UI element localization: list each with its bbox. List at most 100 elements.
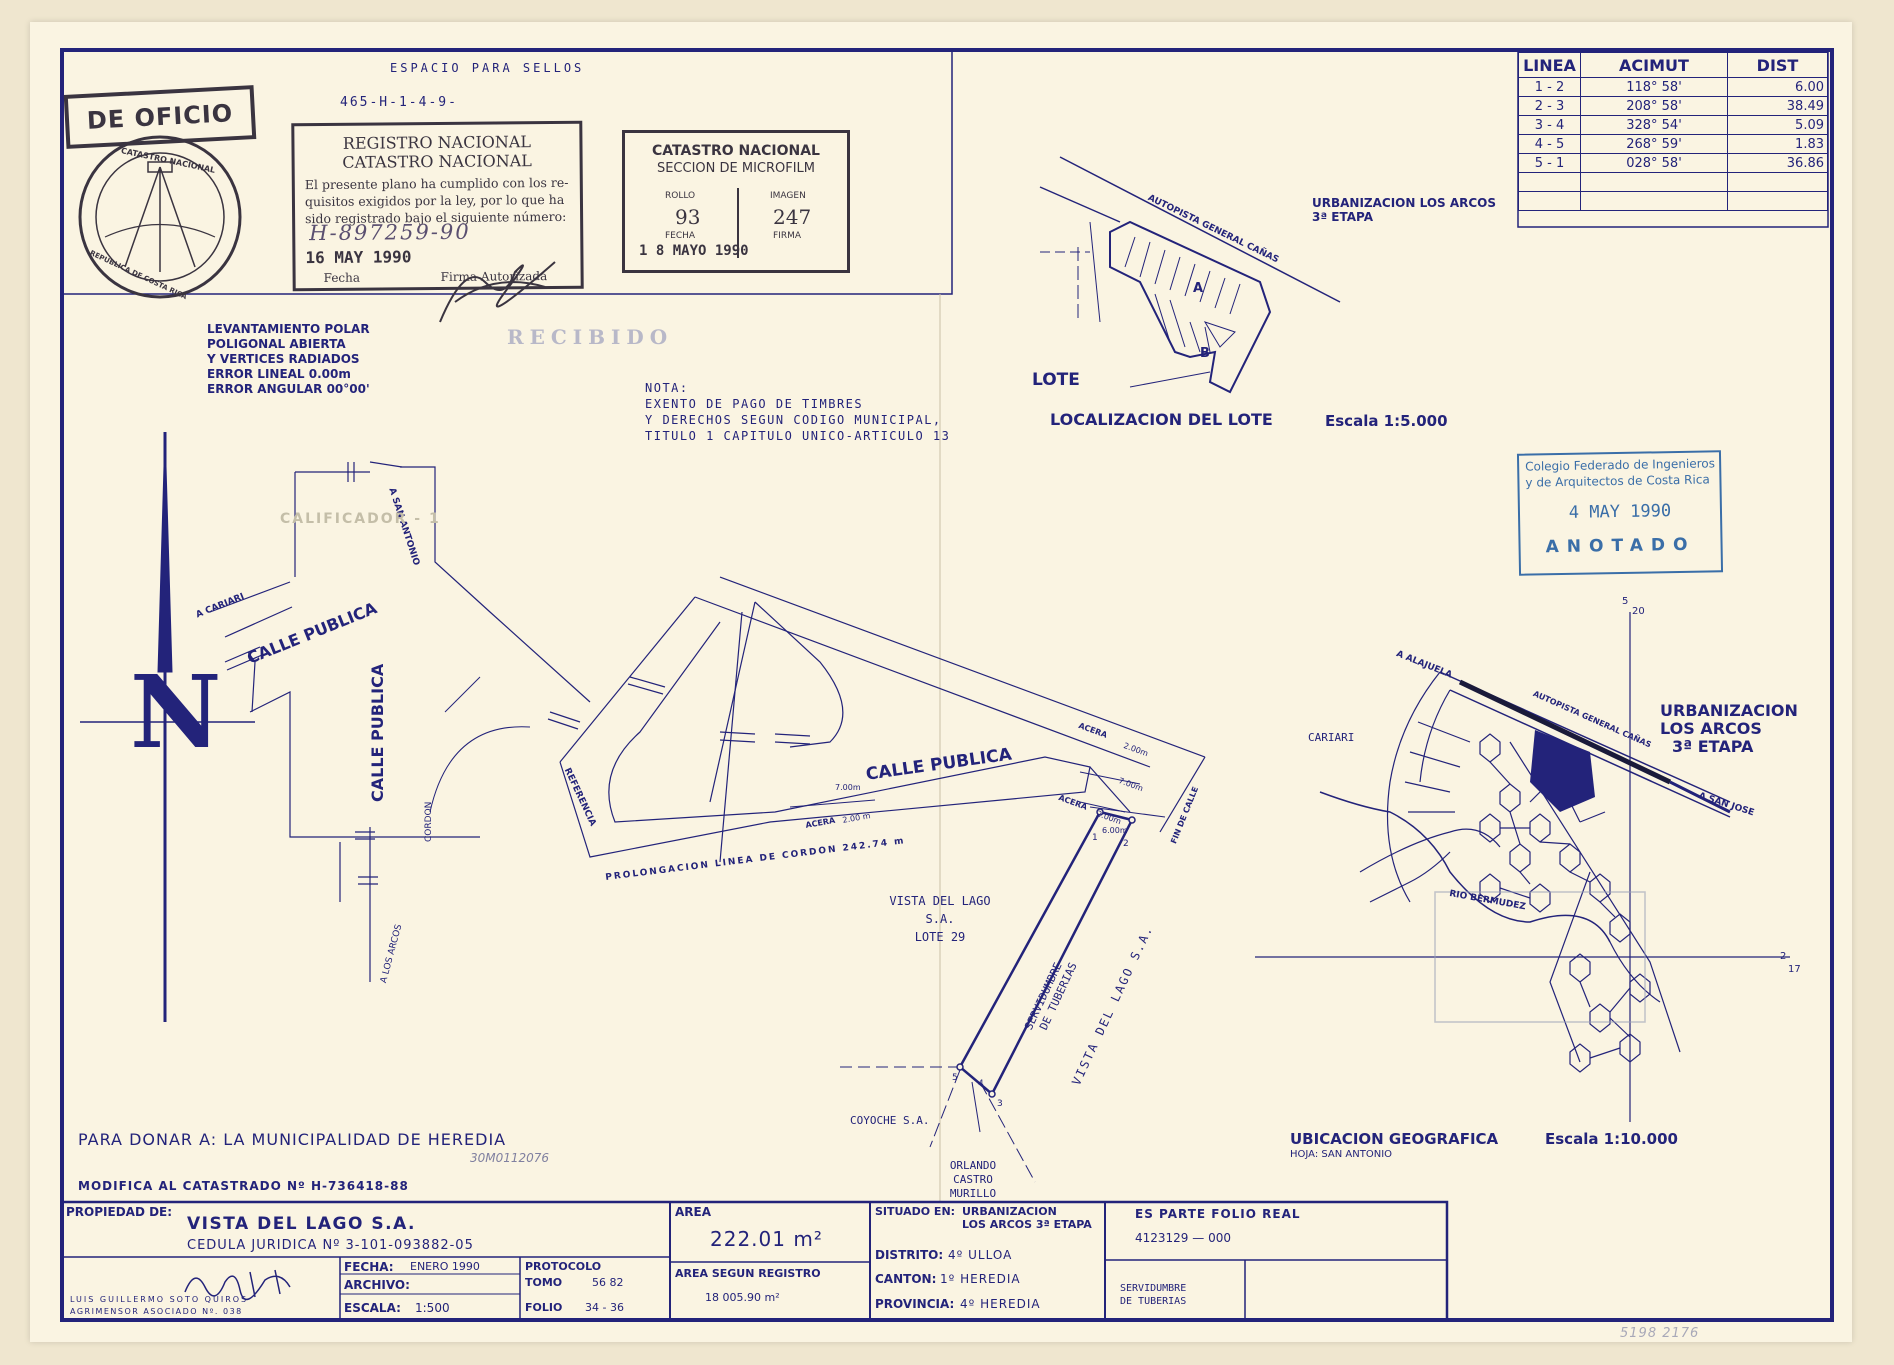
reference-number: 465-H-1-4-9- <box>340 95 458 110</box>
col-linea: LINEA <box>1518 52 1581 78</box>
owner-text: ORLANDO <box>949 1159 997 1172</box>
table-row <box>1518 191 1828 211</box>
microfilm-firma-label: FIRMA <box>773 231 802 241</box>
area-registro-label: AREA SEGUN REGISTRO <box>675 1267 821 1280</box>
urbanizacion-text: URBANIZACION <box>1660 701 1798 720</box>
archivo-label: ARCHIVO: <box>344 1278 410 1292</box>
cell <box>1580 191 1728 211</box>
fecha-value: ENERO 1990 <box>410 1260 480 1273</box>
col-dist: DIST <box>1727 52 1828 78</box>
marker-b: B <box>1200 346 1210 361</box>
cell: 38.49 <box>1727 96 1828 116</box>
folio-real-label: ES PARTE FOLIO REAL <box>1135 1207 1301 1221</box>
grid-label-17: 17 <box>1788 964 1801 975</box>
grid-label-20: 20 <box>1632 606 1645 617</box>
fecha-label: FECHA: <box>344 1260 394 1274</box>
urbanizacion-label: URBANIZACION LOS ARCOS <box>1312 196 1497 210</box>
handwritten-note: 30M0112076 <box>470 1151 550 1165</box>
cell: 6.00 <box>1727 77 1828 97</box>
cell: 3 - 4 <box>1518 115 1581 135</box>
ubicacion-title: UBICACION GEOGRAFICA <box>1290 1130 1499 1148</box>
cell: 1.83 <box>1727 134 1828 154</box>
cell: 028° 58' <box>1580 153 1728 173</box>
propietario-name: VISTA DEL LAGO S.A. <box>187 1214 416 1234</box>
situado-value: URBANIZACION <box>962 1205 1057 1218</box>
tomo-value: 56 82 <box>592 1276 624 1289</box>
corner-archive-note: 5198 2176 <box>1620 1326 1700 1341</box>
folio-value: 34 - 36 <box>585 1301 624 1314</box>
survey-note: ERROR ANGULAR 00°00' <box>207 382 370 396</box>
cordon-label: CORDON <box>424 801 434 842</box>
colegio-line-1: Colegio Federado de Ingenieros <box>1525 456 1716 474</box>
col-acimut: ACIMUT <box>1580 52 1728 78</box>
distrito-label: DISTRITO: <box>875 1248 944 1262</box>
area-label: AREA <box>675 1205 712 1219</box>
agrimensor-name: LUIS GUILLERMO SOTO QUIROS <box>70 1295 249 1304</box>
microfilm-date: 1 8 MAYO 1990 <box>639 243 749 259</box>
survey-note: POLIGONAL ABIERTA <box>207 337 346 351</box>
cariari-label: CARIARI <box>1308 731 1355 744</box>
table-row <box>1518 172 1828 192</box>
vertex-1: 1 <box>1092 833 1098 843</box>
cell: 268° 59' <box>1580 134 1728 154</box>
registro-fecha-label: Fecha <box>323 270 361 285</box>
cell: 5.09 <box>1727 115 1828 135</box>
protocolo-label: PROTOCOLO <box>525 1260 602 1273</box>
cell <box>1518 172 1581 192</box>
canton-value: 1º HEREDIA <box>940 1272 1021 1286</box>
folio-real-value: 4123129 — 000 <box>1135 1231 1231 1245</box>
distrito-value: 4º ULLOA <box>948 1248 1013 1262</box>
vertex-4: 4 <box>978 1079 984 1089</box>
nota-line: Y DERECHOS SEGUN CODIGO MUNICIPAL, <box>645 413 942 427</box>
urbanizacion-text: 3ª ETAPA <box>1672 737 1754 756</box>
owner-text: CASTRO <box>953 1173 993 1186</box>
nota-block: NOTA: EXENTO DE PAGO DE TIMBRES Y DERECH… <box>645 380 950 444</box>
folio-label: FOLIO <box>525 1301 563 1314</box>
vista-lago-lote-29: VISTA DEL LAGO S.A. LOTE 29 <box>860 892 1020 946</box>
lote-text: VISTA DEL LAGO <box>889 894 991 908</box>
cell <box>1580 172 1728 192</box>
imagen-value: 247 <box>773 205 812 229</box>
provincia-value: 4º HEREDIA <box>960 1297 1041 1311</box>
calle-publica-label-2: CALLE PUBLICA <box>368 663 387 802</box>
coyoche-label: COYOCHE S.A. <box>850 1114 930 1127</box>
registro-date: 16 MAY 1990 <box>305 247 412 268</box>
surveyor-signature <box>184 1269 291 1301</box>
vertex-3: 3 <box>997 1099 1003 1109</box>
para-donar-text: PARA DONAR A: LA MUNICIPALIDAD DE HEREDI… <box>78 1130 507 1149</box>
hoja-label: HOJA: SAN ANTONIO <box>1290 1149 1393 1160</box>
agrimensor-number: AGRIMENSOR ASOCIADO Nº. 038 <box>70 1307 243 1316</box>
cell: 4 - 5 <box>1518 134 1581 154</box>
cell <box>1518 191 1581 211</box>
rollo-label: ROLLO <box>665 191 696 201</box>
nota-line: EXENTO DE PAGO DE TIMBRES <box>645 397 864 411</box>
lote-label: LOTE <box>1032 370 1080 390</box>
etapa-label: 3ª ETAPA <box>1312 210 1374 224</box>
survey-note: LEVANTAMIENTO POLAR <box>207 322 370 336</box>
cell <box>1727 172 1828 192</box>
area-registro-value: 18 005.90 m² <box>705 1291 780 1304</box>
microfilm-title-2: SECCION DE MICROFILM <box>656 161 816 176</box>
provincia-label: PROVINCIA: <box>875 1297 955 1311</box>
ubicacion-scale: Escala 1:10.000 <box>1545 1130 1678 1148</box>
registro-title-2: CATASTRO NACIONAL <box>342 151 532 172</box>
cell: 5 - 1 <box>1518 153 1581 173</box>
lote-text: LOTE 29 <box>914 930 966 944</box>
tomo-label: TOMO <box>525 1276 563 1289</box>
nota-line: TITULO 1 CAPITULO UNICO-ARTICULO 13 <box>645 429 951 443</box>
localizacion-title: LOCALIZACION DEL LOTE <box>1050 410 1273 429</box>
de-oficio-stamp: DE OFICIO <box>63 85 257 149</box>
situado-value-2: LOS ARCOS 3ª ETAPA <box>962 1218 1092 1231</box>
microfilm-title-1: CATASTRO NACIONAL <box>652 143 820 159</box>
de-oficio-label: DE OFICIO <box>86 99 234 135</box>
area-value: 222.01 m² <box>710 1227 823 1251</box>
marker-a: A <box>1193 281 1204 296</box>
propiedad-label: PROPIEDAD DE: <box>66 1205 173 1219</box>
lote-text: S.A. <box>925 912 955 926</box>
orlando-castro-label: ORLANDO CASTRO MURILLO <box>938 1159 1008 1201</box>
drawing-linework <box>60 48 1834 1322</box>
